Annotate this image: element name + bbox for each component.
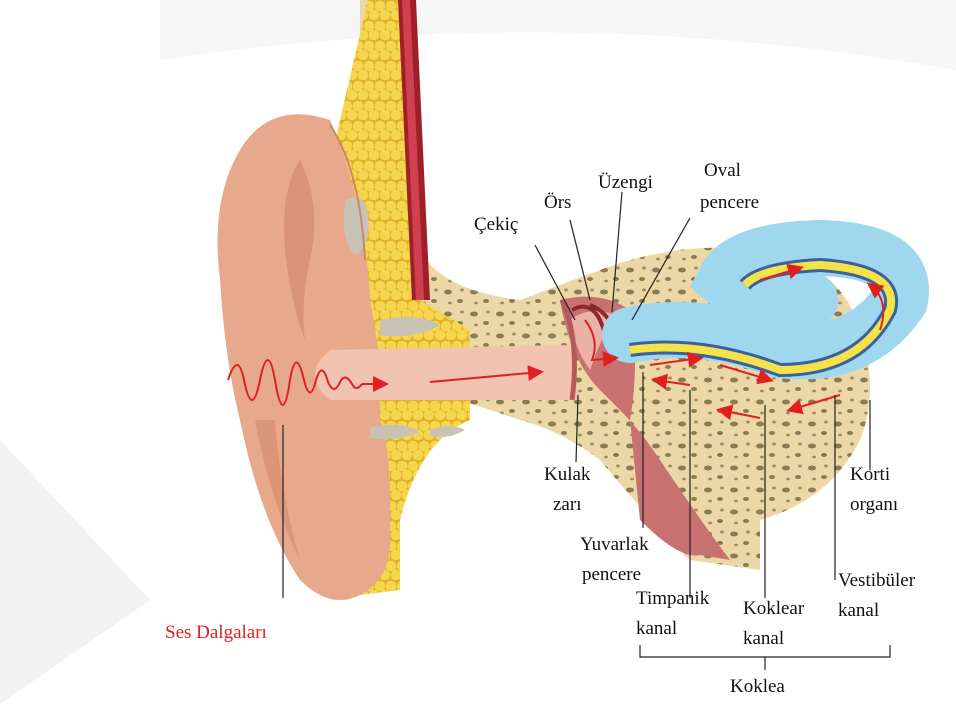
- label-vestibuler-kanal-line2: kanal: [838, 600, 879, 622]
- ear-canal: [315, 345, 580, 400]
- label-oval-pencere-line2: pencere: [700, 192, 759, 214]
- label-vestibuler-kanal-line1: Vestibüler: [838, 570, 915, 592]
- label-ors: Örs: [544, 192, 571, 214]
- label-uzengi: Üzengi: [598, 172, 653, 194]
- label-korti-organi-line2: organı: [850, 494, 898, 516]
- label-timpanik-kanal-line2: kanal: [636, 618, 677, 640]
- label-oval-pencere-line1: Oval: [704, 160, 741, 182]
- label-koklear-kanal-line2: kanal: [743, 628, 784, 650]
- label-kulak-zari-line2: zarı: [553, 494, 581, 516]
- label-yuvarlak-pencere-line1: Yuvarlak: [580, 534, 649, 556]
- label-korti-organi-line1: Korti: [850, 464, 890, 486]
- label-koklea: Koklea: [730, 676, 785, 698]
- background-shading: [0, 440, 150, 704]
- label-timpanik-kanal-line1: Timpanik: [636, 588, 709, 610]
- label-ses-dalgalari: Ses Dalgaları: [165, 622, 267, 644]
- label-yuvarlak-pencere-line2: pencere: [582, 564, 641, 586]
- label-koklear-kanal-line1: Koklear: [743, 598, 804, 620]
- label-kulak-zari-line1: Kulak: [544, 464, 590, 486]
- label-cekic: Çekiç: [474, 214, 518, 236]
